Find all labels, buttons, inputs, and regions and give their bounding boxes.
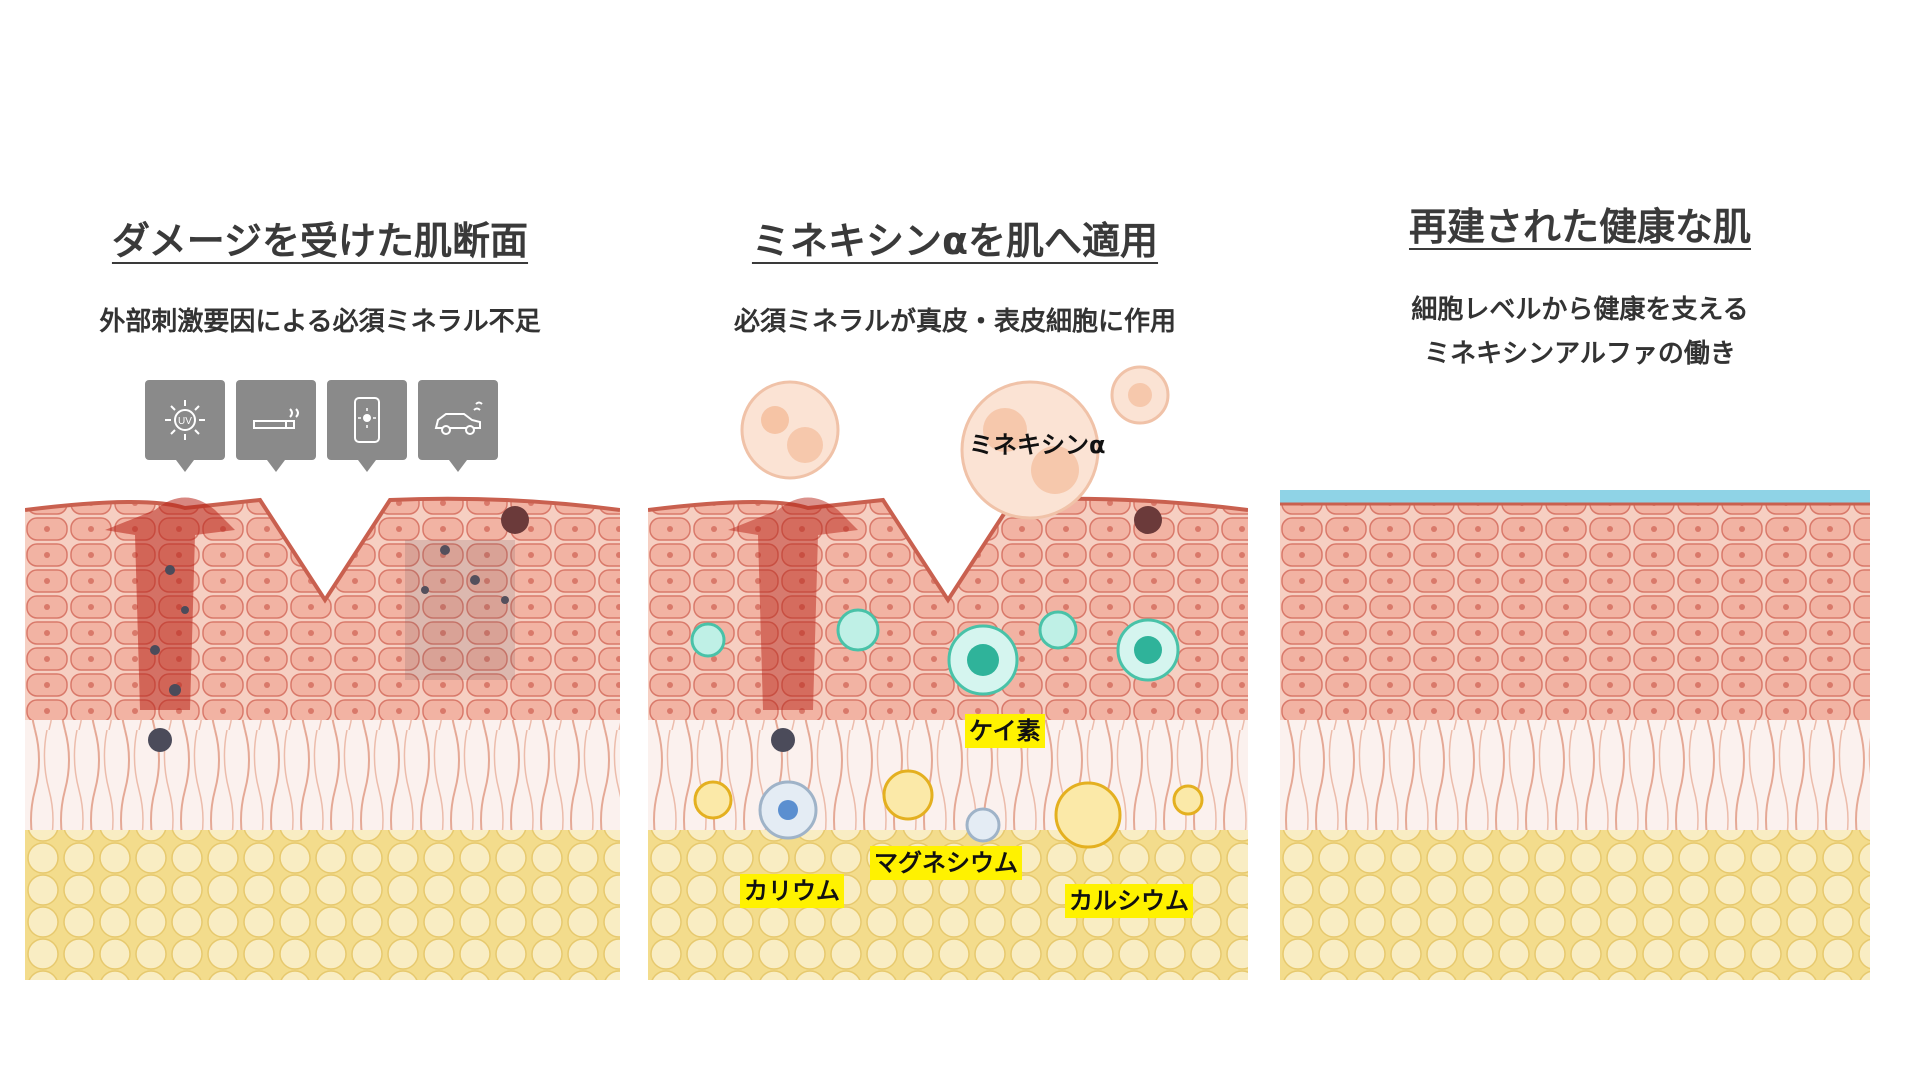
calcium-label: カルシウム [1065, 884, 1193, 918]
minexin-label: ミネキシンα [965, 428, 1110, 462]
magnesium-label: マグネシウム [870, 846, 1022, 880]
panel-3-subtitle: 細胞レベルから健康を支える ミネキシンアルファの働き [1280, 288, 1880, 376]
panel-3-subtitle-line-2: ミネキシンアルファの働き [1280, 332, 1880, 376]
potassium-label: カリウム [740, 874, 844, 908]
panel-2-subtitle-line: 必須ミネラルが真皮・表皮細胞に作用 [655, 300, 1255, 344]
cigarette-icon [236, 380, 316, 460]
panel-2-title: ミネキシンαを肌へ適用 [675, 210, 1235, 265]
damaged-skin-cross-section [25, 490, 620, 980]
silicon-label: ケイ素 [965, 714, 1045, 748]
car-exhaust-icon [418, 380, 498, 460]
panel-1-subtitle-line: 外部刺激要因による必須ミネラル不足 [20, 300, 620, 344]
damage-factor-icons: UV [145, 380, 498, 460]
panel-3-title: 再建された健康な肌 [1300, 196, 1860, 251]
panel-2-subtitle: 必須ミネラルが真皮・表皮細胞に作用 [655, 300, 1255, 344]
panel-1-title: ダメージを受けた肌断面 [40, 210, 600, 265]
panel-1-subtitle: 外部刺激要因による必須ミネラル不足 [20, 300, 620, 344]
healthy-skin-cross-section [1280, 490, 1870, 980]
uv-sun-icon: UV [145, 380, 225, 460]
uv-text: UV [178, 416, 192, 427]
smartphone-light-icon [327, 380, 407, 460]
panel-3-subtitle-line-1: 細胞レベルから健康を支える [1280, 288, 1880, 332]
